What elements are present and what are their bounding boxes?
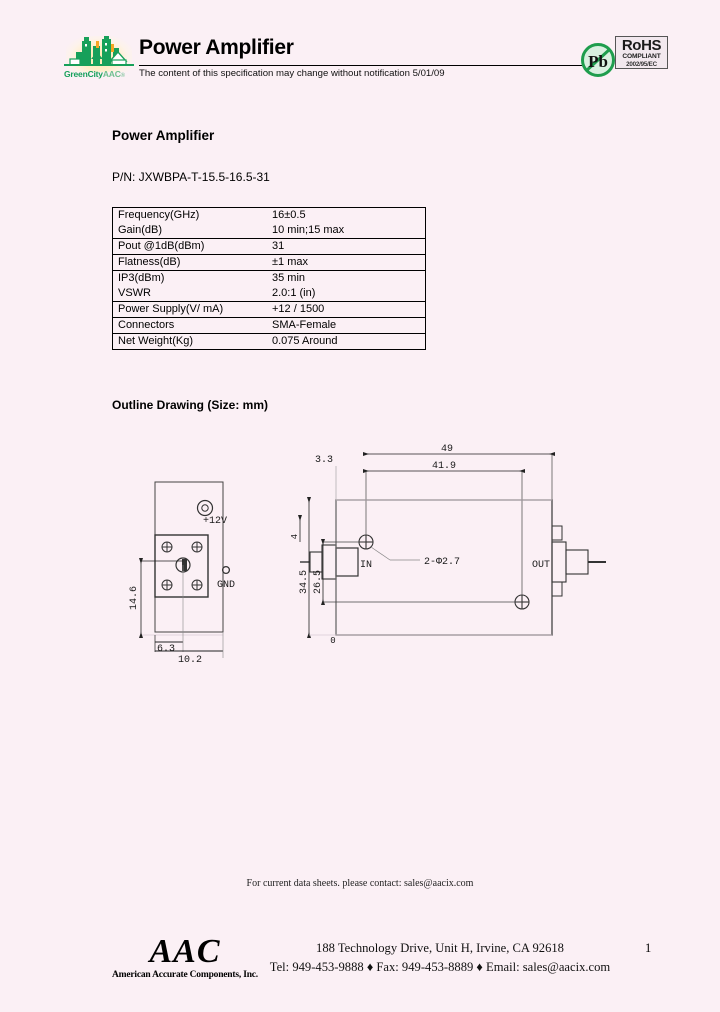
spec-table-body: Frequency(GHz) 16±0.5 Gain(dB) 10 min;15… <box>112 207 426 350</box>
port-in-label: IN <box>360 560 372 571</box>
spec-parameter: Frequency(GHz) <box>112 207 270 223</box>
ground-label: GND <box>217 580 235 591</box>
spec-value: 16±0.5 <box>270 207 426 223</box>
rohs-compliant-label: COMPLIANT <box>622 53 661 60</box>
page-header: GreenCityAAC® Power Amplifier The conten… <box>0 0 720 100</box>
table-row: IP3(dBm) 35 min <box>112 270 426 286</box>
contact-note: For current data sheets. please contact:… <box>246 878 474 889</box>
side-view-drawing <box>139 481 231 658</box>
table-row: Frequency(GHz) 16±0.5 <box>112 207 426 223</box>
rohs-compliant-badge: RoHS COMPLIANT 2002/95/EC <box>615 36 668 69</box>
table-row: Gain(dB) 10 min;15 max <box>112 223 426 239</box>
spec-parameter: Net Weight(Kg) <box>112 333 270 350</box>
rohs-label: RoHS <box>621 37 662 54</box>
table-row: Power Supply(V/ mA) +12 / 1500 <box>112 301 426 318</box>
header-title: Power Amplifier <box>139 36 294 59</box>
dim-origin-label: 0 <box>330 636 335 646</box>
footer-address: 188 Technology Drive, Unit H, Irvine, CA… <box>316 941 564 955</box>
header-divider <box>139 65 597 66</box>
spec-value: ±1 max <box>270 254 426 271</box>
specifications-table: Frequency(GHz) 16±0.5 Gain(dB) 10 min;15… <box>112 207 426 350</box>
spec-value: SMA-Female <box>270 317 426 334</box>
greencity-logo: GreenCityAAC® <box>64 36 136 82</box>
logo-wordmark: GreenCityAAC® <box>64 69 125 79</box>
footer-contact: Tel: 949-453-9888 ♦ Fax: 949-453-8889 ♦ … <box>269 960 611 974</box>
dim-total-height-label: 34.5 <box>299 570 310 594</box>
spec-value: 0.075 Around <box>270 333 426 350</box>
table-row: Connectors SMA-Female <box>112 317 426 334</box>
svg-text:Pb: Pb <box>588 52 608 71</box>
hole-callout-label: 2-Φ2.7 <box>424 557 460 568</box>
page-footer: AAC American Accurate Components, Inc. 1… <box>0 925 720 995</box>
dim-inner-height-label: 26.5 <box>313 570 324 594</box>
aac-company-name: American Accurate Components, Inc. <box>112 970 258 980</box>
dim-offset-x-label: 3.3 <box>315 455 333 466</box>
spec-value: 10 min;15 max <box>270 223 426 239</box>
table-row: VSWR 2.0:1 (in) <box>112 286 426 302</box>
logo-text-greencity: GreenCity <box>64 69 103 79</box>
page-title: Power Amplifier <box>112 128 215 143</box>
spec-parameter: IP3(dBm) <box>112 270 270 286</box>
dim-side-inner-label: 6.3 <box>157 644 175 655</box>
part-number: P/N: JXWBPA-T-15.5-16.5-31 <box>112 170 270 184</box>
spec-value: 35 min <box>270 270 426 286</box>
spec-parameter: Flatness(dB) <box>112 254 270 271</box>
outline-drawing: 49 41.9 3.3 4 34.5 26.5 0 2-Φ2.7 IN OUT … <box>129 444 606 666</box>
supply-voltage-label: +12V <box>203 516 227 527</box>
city-skyline-icon <box>64 36 134 66</box>
outline-drawing-heading: Outline Drawing (Size: mm) <box>112 398 269 412</box>
spec-value: 2.0:1 (in) <box>270 286 426 302</box>
table-row: Flatness(dB) ±1 max <box>112 254 426 271</box>
table-row: Net Weight(Kg) 0.075 Around <box>112 333 426 350</box>
spec-parameter: Connectors <box>112 317 270 334</box>
logo-text-aac: AAC <box>102 69 121 79</box>
logo-text-registered: ® <box>120 73 125 79</box>
lead-free-pb-icon: Pb <box>581 43 615 77</box>
rohs-directive-label: 2002/95/EC <box>626 60 657 68</box>
spec-value: 31 <box>270 238 426 255</box>
dim-side-width-label: 10.2 <box>178 655 202 666</box>
spec-value: +12 / 1500 <box>270 301 426 318</box>
dim-side-height-label: 14.6 <box>129 586 140 610</box>
spec-parameter: VSWR <box>112 286 270 302</box>
page-number: 1 <box>645 941 652 955</box>
spec-parameter: Power Supply(V/ mA) <box>112 301 270 318</box>
spec-parameter: Pout @1dB(dBm) <box>112 238 270 255</box>
aac-wordmark: AAC <box>149 933 221 970</box>
aac-logo: AAC American Accurate Components, Inc. <box>70 933 300 981</box>
table-row: Pout @1dB(dBm) 31 <box>112 238 426 255</box>
top-view-drawing <box>298 452 606 638</box>
spec-parameter: Gain(dB) <box>112 223 270 239</box>
dim-inner-width-label: 41.9 <box>432 461 456 472</box>
header-disclaimer: The content of this specification may ch… <box>139 68 445 79</box>
footer-address-block: 188 Technology Drive, Unit H, Irvine, CA… <box>230 939 650 977</box>
port-out-label: OUT <box>532 560 550 571</box>
dim-offset-y-label: 4 <box>290 534 300 539</box>
dim-total-width-label: 49 <box>441 444 453 455</box>
